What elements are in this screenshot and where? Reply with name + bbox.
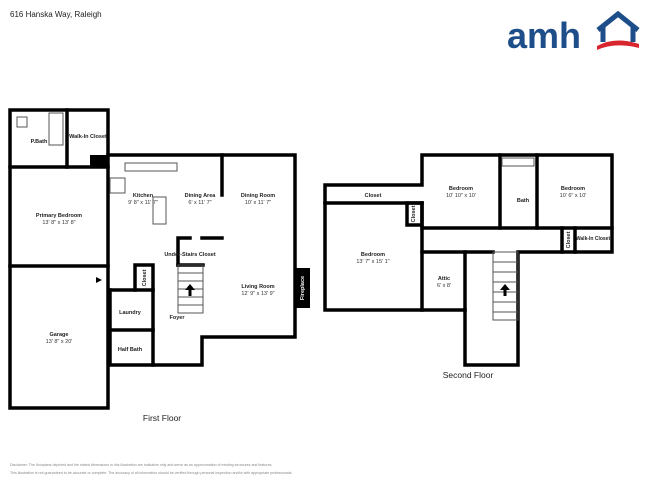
room-bedroom-b: Bedroom bbox=[561, 186, 585, 192]
room-closet-top: Closet bbox=[365, 193, 382, 199]
room-closet: Closet bbox=[142, 269, 148, 286]
room-half-bath: Half Bath bbox=[118, 347, 143, 353]
dims-bedroom-a: 10' 10" x 10' bbox=[446, 193, 476, 199]
room-bath: Bath bbox=[517, 198, 530, 204]
room-kitchen: Kitchen bbox=[133, 193, 154, 199]
room-closet-small: Closet bbox=[411, 205, 417, 222]
disclaimer-line-1: Disclaimer: The floorplans depicted and … bbox=[10, 463, 273, 467]
dims-kitchen: 9' 8" x 11' 7" bbox=[128, 200, 158, 206]
room-dining-area: Dining Area bbox=[185, 193, 217, 199]
dims-bedroom-b: 10' 6" x 10' bbox=[560, 193, 587, 199]
room-bedroom-large: Bedroom bbox=[361, 252, 385, 258]
stairs-up-arrow-icon bbox=[185, 284, 195, 296]
room-living-room: Living Room bbox=[241, 284, 274, 290]
room-garage: Garage bbox=[50, 332, 69, 338]
svg-text:amh: amh bbox=[507, 15, 581, 53]
dims-garage: 13' 8" x 20' bbox=[46, 339, 73, 345]
dims-dining-room: 10' x 11' 7" bbox=[245, 200, 271, 206]
property-address: 616 Hanska Way, Raleigh bbox=[10, 10, 102, 19]
room-attic: Attic bbox=[438, 276, 450, 282]
room-dining-room: Dining Room bbox=[241, 193, 275, 199]
room-bedroom-a: Bedroom bbox=[449, 186, 473, 192]
room-foyer: Foyer bbox=[170, 315, 186, 321]
disclaimer-line-2: This illustration is not guaranteed to b… bbox=[10, 471, 293, 475]
fireplace-label: Fireplace bbox=[300, 276, 306, 300]
room-walkin-closet-2: Walk-In Closet bbox=[576, 236, 611, 242]
dims-dining-area: 6' x 11' 7" bbox=[188, 200, 211, 206]
stairs-up-arrow-icon-2 bbox=[500, 284, 510, 296]
room-laundry: Laundry bbox=[119, 310, 142, 316]
first-floor-walls bbox=[8, 108, 310, 410]
room-under-stairs-closet: Under-Stairs Closet bbox=[164, 252, 216, 258]
first-floor-label: First Floor bbox=[143, 413, 181, 423]
second-floor-walls bbox=[323, 153, 614, 367]
dims-primary-bedroom: 13' 8" x 13' 8" bbox=[42, 220, 75, 226]
dims-living-room: 12' 9" x 13' 9" bbox=[241, 291, 274, 297]
room-pbath: P.Bath bbox=[31, 139, 48, 145]
dims-attic: 6' x 8' bbox=[437, 283, 451, 289]
entry-arrow-icon bbox=[96, 277, 102, 283]
amh-logo: amh bbox=[507, 10, 640, 53]
room-primary-bedroom: Primary Bedroom bbox=[36, 213, 82, 219]
room-closet-hall: Closet bbox=[566, 231, 572, 248]
second-floor-label: Second Floor bbox=[443, 370, 494, 380]
room-walkin-closet: Walk-In Closet bbox=[69, 134, 107, 140]
dims-bedroom-large: 13' 7" x 15' 1" bbox=[356, 259, 389, 265]
